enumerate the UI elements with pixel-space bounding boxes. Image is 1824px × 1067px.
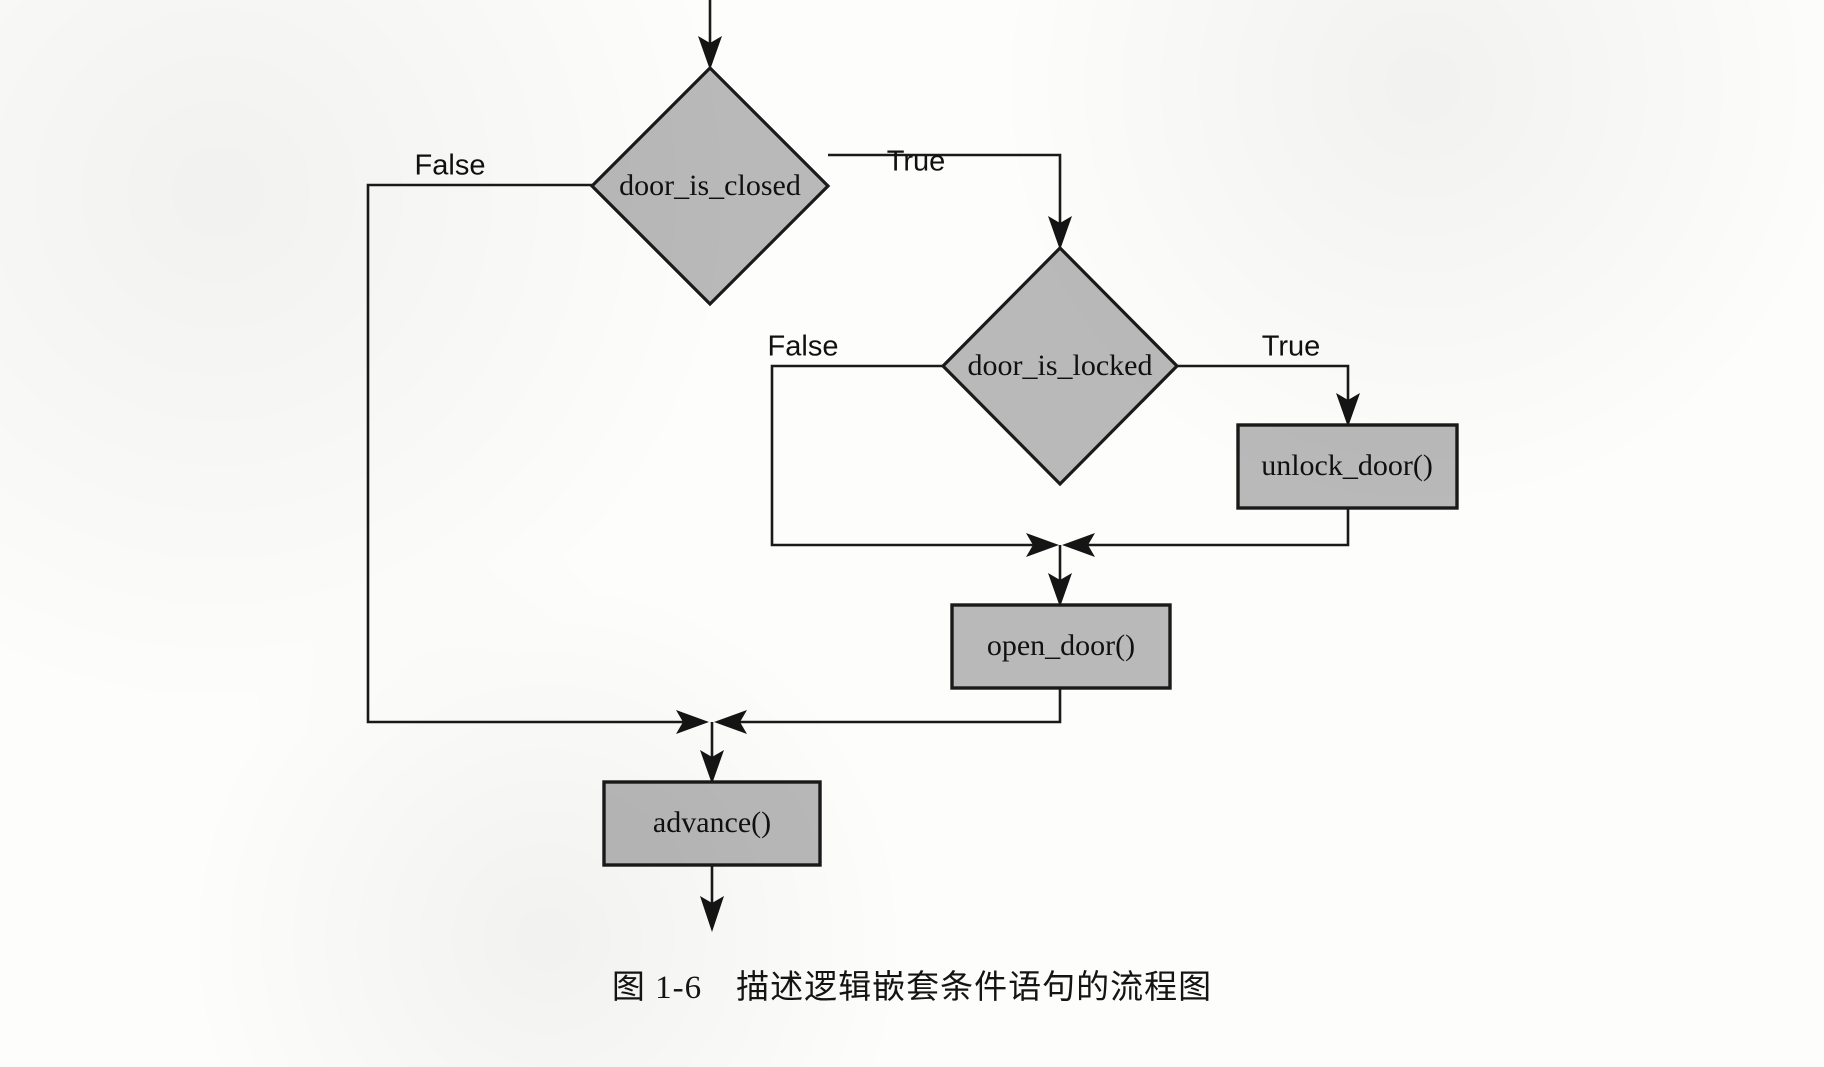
edge-merge-to-open-door [1048,545,1072,607]
node-unlock-door[interactable]: unlock_door() [1236,423,1459,510]
node-door-is-locked-label: door_is_locked [968,349,1153,382]
edge-door-is-closed-false [366,183,709,734]
edge-label-outer-false: False [415,150,486,182]
edge-unlock-door-to-merge [1062,508,1350,557]
edge-door-is-locked-false [770,364,1059,557]
edge-door-is-locked-true [1178,364,1360,427]
edge-open-door-to-merge [714,688,1062,734]
edge-label-inner-true: True [1262,331,1321,363]
node-door-is-closed-label: door_is_closed [619,169,801,202]
edge-advance-to-exit [700,865,724,932]
node-advance-label: advance() [653,806,771,839]
edge-merge-to-advance [700,722,724,784]
edge-label-outer-true: True [887,146,946,178]
edge-label-inner-false: False [768,331,839,363]
node-open-door[interactable]: open_door() [950,603,1172,690]
node-advance[interactable]: advance() [602,780,822,867]
node-door-is-closed[interactable]: door_is_closed [589,65,831,307]
edge-door-is-closed-true [828,153,1072,250]
figure-caption: 图 1-6 描述逻辑嵌套条件语句的流程图 [611,970,1213,1006]
node-unlock-door-label: unlock_door() [1261,449,1433,482]
node-door-is-locked[interactable]: door_is_locked [940,245,1180,487]
edge-entry-to-door-is-closed [698,0,722,70]
node-open-door-label: open_door() [987,629,1135,662]
